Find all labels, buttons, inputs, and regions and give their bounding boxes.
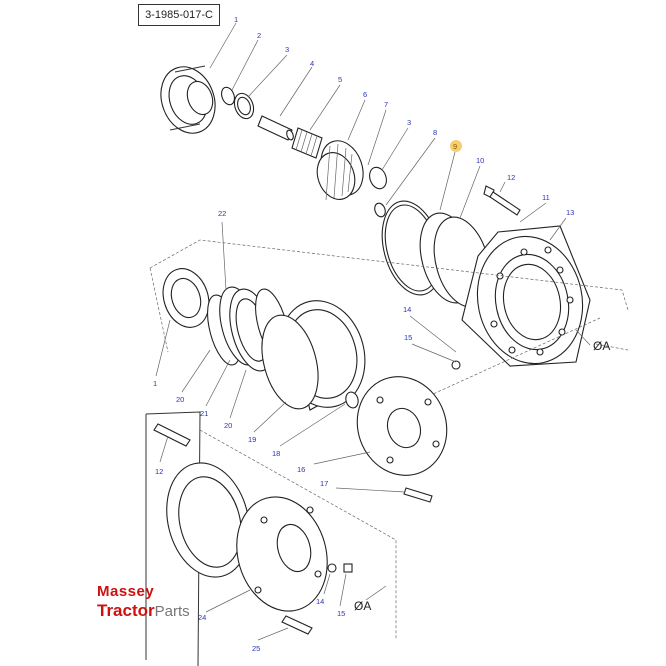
callout-1: 1 xyxy=(234,15,238,24)
part-o-ring-small xyxy=(345,391,359,409)
part-washer-lower xyxy=(327,563,337,573)
part-thrust-washer xyxy=(369,166,387,190)
logo-line-1: Massey xyxy=(97,583,155,600)
callout-18: 18 xyxy=(272,449,280,458)
part-ring-gear xyxy=(261,300,366,411)
part-hub-housing xyxy=(461,225,591,367)
part-seal xyxy=(160,65,216,134)
callout-9-highlight xyxy=(450,140,462,152)
callout-9: 9 xyxy=(453,142,457,151)
diameter-label-upper: ØA xyxy=(593,339,610,353)
part-bolt-middle xyxy=(403,487,433,503)
part-nut-upper xyxy=(451,360,461,370)
callout-15-lower: 15 xyxy=(337,609,345,618)
part-pin xyxy=(257,115,294,141)
callout-14-lower: 14 xyxy=(316,597,324,606)
callout-6: 6 xyxy=(363,90,367,99)
callout-1-middle: 1 xyxy=(153,379,157,388)
callout-3-second: 3 xyxy=(407,118,411,127)
part-washer xyxy=(221,86,235,106)
callout-22: 22 xyxy=(218,209,226,218)
callout-20-second: 20 xyxy=(224,421,232,430)
callout-7: 7 xyxy=(384,100,388,109)
reference-code-box: 3-1985-017-C xyxy=(138,4,220,26)
part-carrier-plate xyxy=(356,376,448,476)
part-bolt-upper xyxy=(483,185,521,216)
logo-parts: Parts xyxy=(154,603,190,620)
part-nut-lower xyxy=(343,563,353,573)
callout-20: 20 xyxy=(176,395,184,404)
massey-tractor-parts-logo: Massey TractorParts xyxy=(97,583,190,621)
diameter-label-lower: ØA xyxy=(354,599,371,613)
logo-tractor: Tractor xyxy=(97,601,155,620)
part-bolt-lower xyxy=(153,423,191,447)
callout-10: 10 xyxy=(476,156,484,165)
part-needle-bearing xyxy=(291,127,323,159)
callout-19: 19 xyxy=(248,435,256,444)
part-planet-gear xyxy=(316,140,364,201)
callout-12: 12 xyxy=(507,173,515,182)
callout-24: 24 xyxy=(198,613,206,622)
part-ring xyxy=(233,92,255,120)
callout-16: 16 xyxy=(297,465,305,474)
part-cover xyxy=(236,496,328,612)
callout-15: 15 xyxy=(404,333,412,342)
callout-13: 13 xyxy=(566,208,574,217)
callout-5: 5 xyxy=(338,75,342,84)
callout-8: 8 xyxy=(433,128,437,137)
logo-line-2: TractorParts xyxy=(97,601,190,621)
part-seal-middle xyxy=(162,268,210,328)
callout-12-lower: 12 xyxy=(155,467,163,476)
callout-25: 25 xyxy=(252,644,260,653)
part-bolt-bottom xyxy=(281,615,313,635)
part-large-seal-lower xyxy=(166,462,250,578)
callout-2: 2 xyxy=(257,31,261,40)
part-circlip xyxy=(374,202,386,218)
callout-3: 3 xyxy=(285,45,289,54)
part-o-ring-set xyxy=(381,200,491,308)
callout-17: 17 xyxy=(320,479,328,488)
callout-21: 21 xyxy=(200,409,208,418)
callout-4: 4 xyxy=(310,59,314,68)
callout-11: 11 xyxy=(542,193,550,202)
callout-14: 14 xyxy=(403,305,411,314)
